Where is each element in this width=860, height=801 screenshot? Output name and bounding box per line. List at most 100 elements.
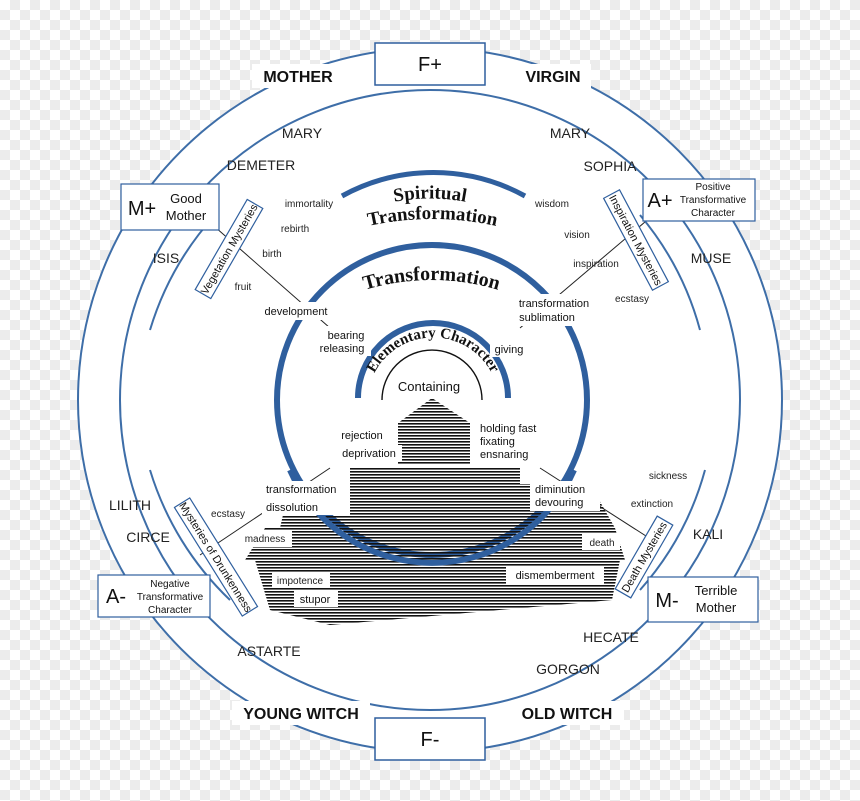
m-minus-line1: Terrible	[695, 583, 738, 598]
bg-deprivation	[336, 445, 402, 461]
m-plus-box: M+ Good Mother	[120, 183, 220, 231]
term-holding-fast: holding fast	[480, 423, 536, 435]
a-minus-line1: Negative	[150, 579, 190, 590]
term-development: development	[265, 306, 328, 318]
term-ecstasy-left: ecstasy	[211, 509, 245, 520]
a-minus-symbol: A-	[106, 586, 126, 608]
m-plus-line2: Mother	[166, 208, 207, 223]
bg-stupor	[294, 591, 338, 607]
term-fixating: fixating	[480, 436, 515, 448]
a-plus-line3: Character	[691, 208, 736, 219]
term-birth: birth	[262, 249, 281, 260]
m-minus-symbol: M-	[655, 590, 678, 612]
pyramid-band-3	[245, 528, 625, 560]
figure-old-witch: OLD WITCH	[522, 706, 613, 723]
a-plus-line2: Transformative	[680, 195, 747, 206]
goddess-lilith: LILITH	[109, 497, 151, 513]
term-transformation-sub: transformation	[519, 298, 589, 310]
f-minus-box: F-	[374, 717, 486, 761]
term-sickness: sickness	[649, 471, 687, 482]
term-rebirth: rebirth	[281, 224, 309, 235]
term-vision: vision	[564, 230, 590, 241]
young-witch-bg	[232, 701, 370, 725]
bg-madness	[240, 531, 292, 547]
bg-impotence	[272, 572, 330, 588]
bg-dismemberment	[506, 566, 604, 584]
term-rejection: rejection	[341, 430, 383, 442]
arc-drunkenness	[149, 469, 231, 601]
goddess-mary-left: MARY	[282, 125, 323, 141]
term-ensnaring: ensnaring	[480, 449, 528, 461]
virgin-bg	[515, 64, 591, 88]
second-ring	[119, 89, 741, 711]
goddess-muse: MUSE	[691, 250, 731, 266]
term-deprivation: deprivation	[342, 448, 396, 460]
bg-rejection	[336, 427, 392, 443]
goddess-astarte: ASTARTE	[237, 643, 300, 659]
pyramid-top	[398, 398, 470, 465]
bg-death	[582, 534, 620, 550]
bg-transformation-sub	[512, 294, 596, 326]
bg-development	[257, 302, 335, 320]
m-plus-symbol: M+	[128, 198, 156, 220]
title-spiritual: Spiritual	[392, 182, 469, 206]
goddess-circe: CIRCE	[126, 529, 170, 545]
spiritual-ring-arc	[340, 170, 527, 199]
pyramid-band-1	[350, 468, 520, 484]
elementary-ring-arc	[355, 320, 511, 399]
term-stupor: stupor	[300, 594, 331, 606]
term-inspiration: inspiration	[573, 259, 619, 270]
term-death: death	[589, 538, 614, 549]
term-diminution: diminution	[535, 484, 585, 496]
term-dismemberment: dismemberment	[516, 570, 595, 582]
goddess-kali: KALI	[693, 526, 723, 542]
goddess-mary-right: MARY	[550, 125, 591, 141]
term-impotence: impotence	[277, 576, 324, 587]
a-plus-symbol: A+	[647, 190, 672, 212]
term-sublimation: sublimation	[519, 312, 575, 324]
term-transformation-low: transformation	[266, 484, 336, 496]
title-spiritual-line1: Spiritual	[392, 182, 469, 206]
goddess-demeter: DEMETER	[227, 157, 295, 173]
term-madness: madness	[245, 534, 286, 545]
bg-bearing	[315, 326, 371, 356]
m-plus-line1: Good	[170, 191, 202, 206]
arc-inspiration	[639, 214, 701, 331]
term-wisdom: wisdom	[534, 199, 569, 210]
bg-transformation-low	[262, 481, 350, 515]
goddess-gorgon: GORGON	[536, 661, 600, 677]
term-bearing: bearing	[328, 330, 365, 342]
f-plus-box: F+	[374, 42, 486, 86]
title-containing: Containing	[398, 379, 460, 394]
bg-giving	[490, 341, 528, 357]
a-plus-line1: Positive	[695, 182, 730, 193]
goddess-isis: ISIS	[153, 250, 179, 266]
figure-virgin: VIRGIN	[525, 69, 580, 86]
m-minus-line2: Mother	[696, 600, 737, 615]
term-fruit: fruit	[235, 282, 252, 293]
containing-arc	[381, 349, 483, 401]
bg-diminution	[530, 481, 600, 511]
terms-group: immortality rebirth birth fruit developm…	[211, 199, 687, 607]
figure-mother: MOTHER	[263, 69, 333, 86]
m-minus-box: M- Terrible Mother	[647, 576, 759, 623]
a-minus-line2: Transformative	[137, 592, 204, 603]
f-plus-label: F+	[418, 54, 442, 76]
goddess-hecate: HECATE	[583, 629, 639, 645]
goddess-sophia: SOPHIA	[584, 158, 638, 174]
a-minus-box: A- Negative Transformative Character	[97, 574, 211, 618]
term-ecstasy-right: ecstasy	[615, 294, 649, 305]
term-immortality: immortality	[285, 199, 333, 210]
term-releasing: releasing	[320, 343, 365, 355]
bg-holding	[476, 419, 546, 461]
a-plus-box: A+ Positive Transformative Character	[642, 178, 756, 222]
term-giving: giving	[495, 344, 524, 356]
term-devouring: devouring	[535, 497, 583, 509]
f-minus-label: F-	[421, 729, 440, 751]
a-minus-line3: Character	[148, 605, 193, 616]
old-witch-bg	[512, 701, 624, 725]
mother-bg	[252, 64, 346, 88]
term-dissolution: dissolution	[266, 502, 318, 514]
figure-young-witch: YOUNG WITCH	[243, 706, 359, 723]
